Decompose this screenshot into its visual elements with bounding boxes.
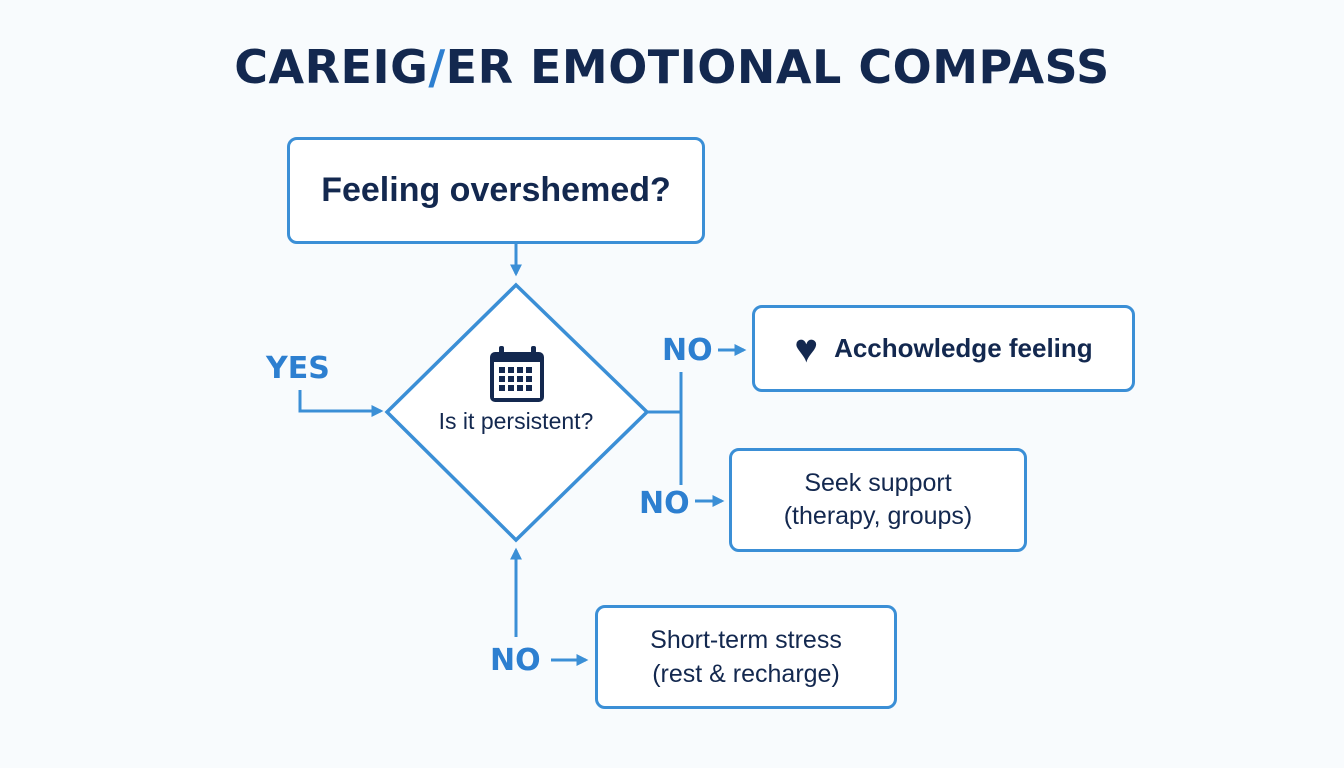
- no-label-top: NO: [662, 333, 713, 368]
- decision-label: Is it persistent?: [438, 408, 594, 434]
- seek-support-node: Seek support (therapy, groups): [729, 448, 1027, 552]
- title-part-1: CAREIG: [234, 40, 429, 94]
- calendar-icon: [490, 346, 544, 402]
- seek-support-line-1: Seek support: [804, 469, 952, 497]
- yes-label: YES: [266, 351, 330, 386]
- no-label-middle: NO: [639, 486, 690, 521]
- short-term-line-2: (rest & recharge): [652, 660, 840, 688]
- start-node: Feeling overshemed?: [287, 137, 705, 244]
- title-part-2: ER EMOTIONAL COMPASS: [445, 40, 1110, 94]
- title-accent: /: [428, 40, 446, 94]
- decision-diamond: [384, 282, 650, 543]
- start-node-label: Feeling overshemed?: [321, 171, 671, 209]
- heart-icon: ♥: [794, 326, 819, 371]
- no-label-bottom: NO: [490, 643, 541, 678]
- acknowledge-node: ♥ Acchowledge feeling: [752, 305, 1135, 392]
- diagram-title: CAREIG/ER EMOTIONAL COMPASS: [0, 40, 1344, 94]
- seek-support-line-2: (therapy, groups): [783, 502, 973, 530]
- short-term-node: Short-term stress (rest & recharge): [595, 605, 897, 709]
- connector-yes: [298, 390, 384, 417]
- acknowledge-label: Acchowledge feeling: [834, 333, 1093, 363]
- short-term-line-1: Short-term stress: [650, 626, 842, 654]
